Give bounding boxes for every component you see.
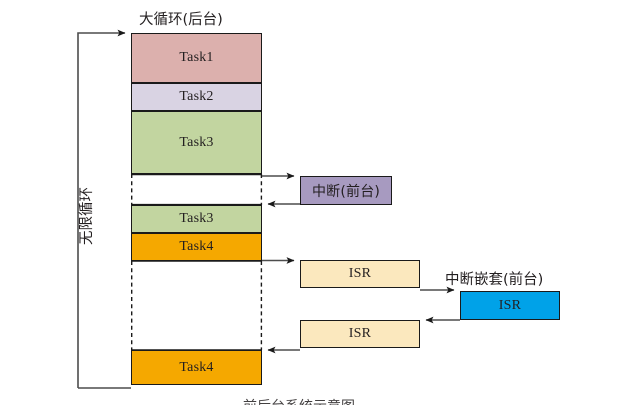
column-dashed-guides — [130, 174, 263, 350]
isr-box-top: ISR — [300, 260, 420, 288]
interrupt-box: 中断(前台) — [300, 176, 392, 205]
task-box-task3-resume: Task3 — [131, 205, 262, 233]
task-box-task4-resume: Task4 — [131, 350, 262, 385]
task-box-task1: Task1 — [131, 33, 262, 83]
task-box-task4-first: Task4 — [131, 233, 262, 261]
isr-box-nested: ISR — [460, 291, 560, 320]
main-loop-title: 大循环(后台) — [139, 12, 223, 28]
nested-interrupt-label: 中断嵌套(前台) — [445, 272, 544, 288]
task-box-task2: Task2 — [131, 83, 262, 111]
figure-caption: 前后台系统示意图 — [243, 396, 458, 405]
isr-box-bottom: ISR — [300, 320, 420, 348]
task-box-task3-first: Task3 — [131, 111, 262, 174]
infinite-loop-label: 无限循环 — [79, 187, 95, 245]
column-gap-rails — [131, 173, 262, 351]
